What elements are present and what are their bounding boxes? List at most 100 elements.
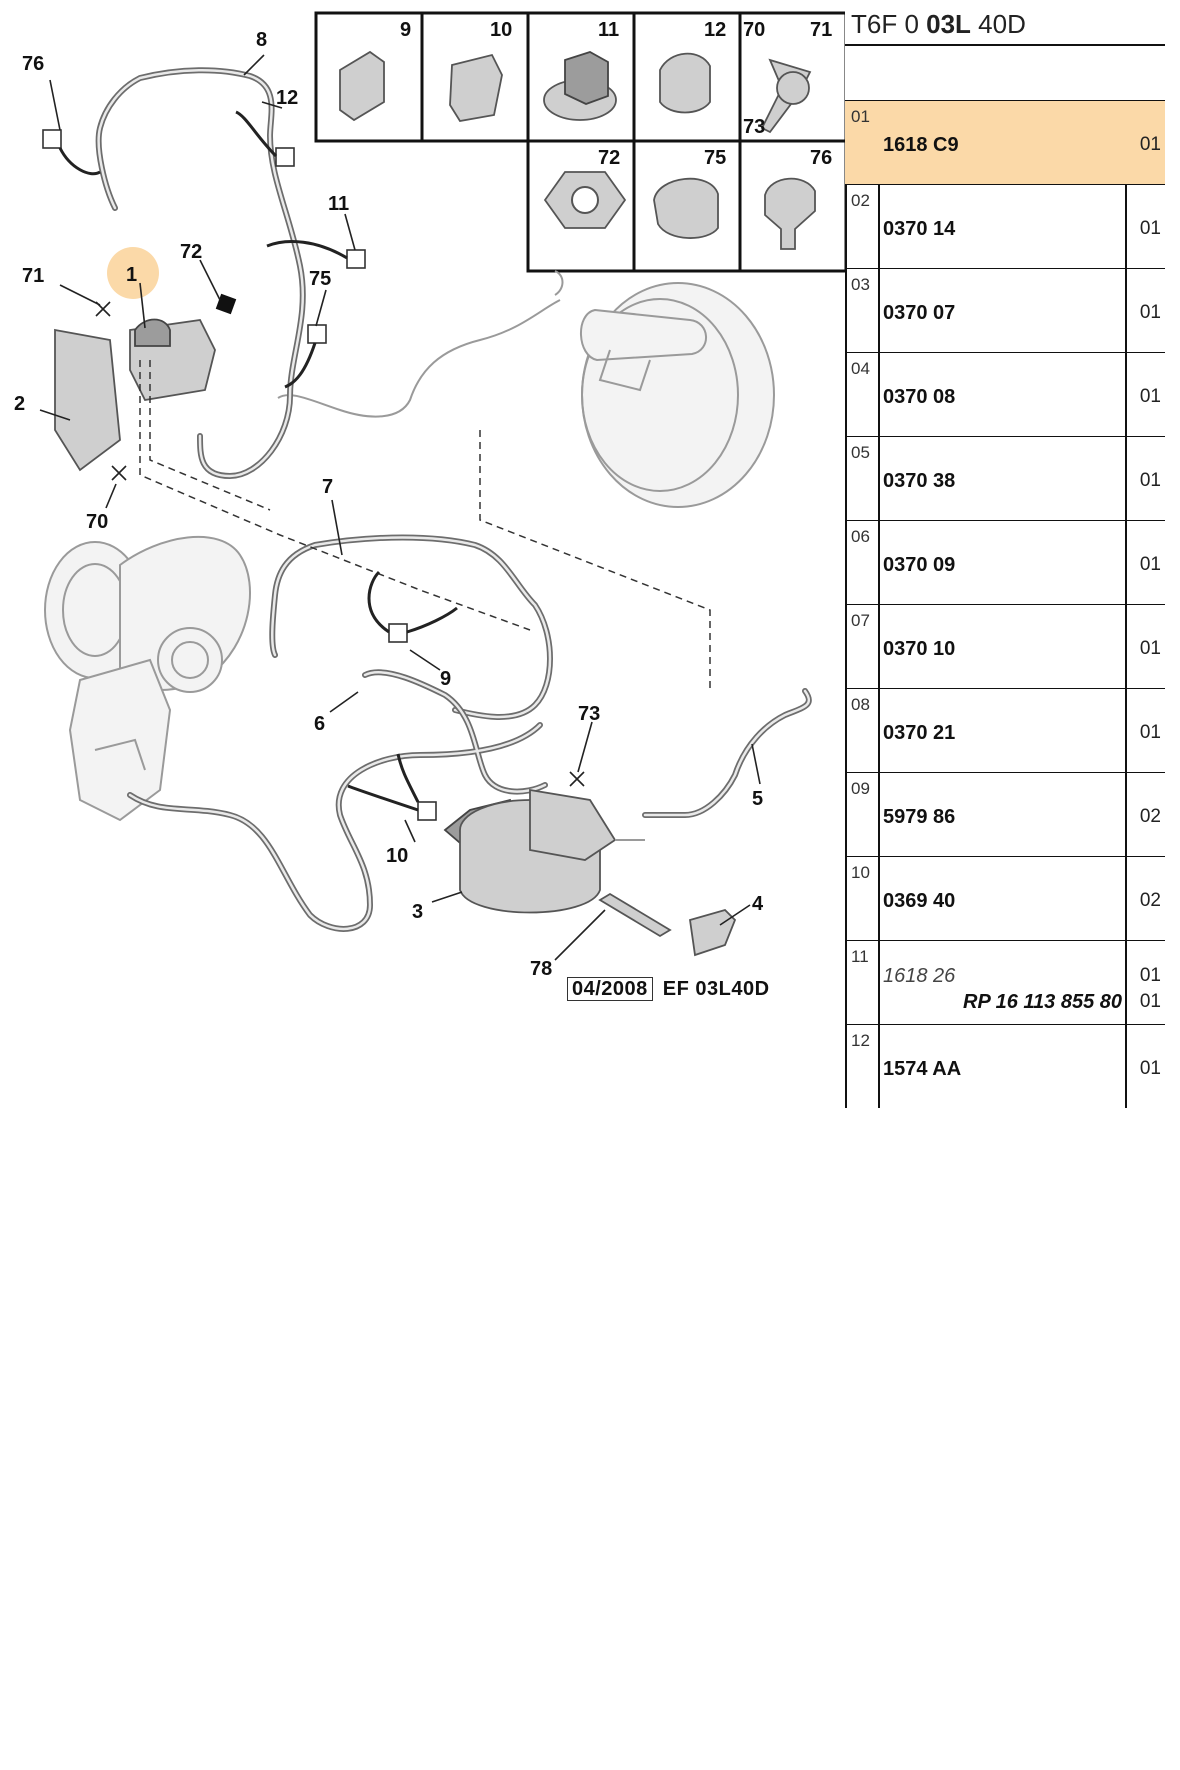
callout-12: 12 [276, 87, 298, 109]
table-row[interactable]: 11 1618 26 01 RP 16 113 855 80 01 [845, 941, 1165, 1025]
svg-text:72: 72 [598, 147, 620, 169]
row-index: 05 [851, 443, 870, 462]
callout-78: 78 [530, 958, 552, 980]
callout-8: 8 [256, 29, 267, 51]
brake-booster-ghost [277, 270, 775, 508]
part-quantity: 01 [1139, 218, 1161, 239]
part-quantity: 01 [1139, 965, 1161, 986]
part-quantity: 01 [1139, 302, 1161, 323]
part-reference[interactable]: 0370 07 [883, 302, 956, 324]
callout-7: 7 [322, 476, 333, 498]
clip-10-icon [449, 53, 503, 122]
svg-text:12: 12 [704, 19, 726, 41]
row-index: 02 [851, 191, 870, 210]
exploded-diagram: 9 10 11 12 70 71 73 72 75 76 [0, 0, 845, 1010]
replacement-reference[interactable]: RP 16 113 855 80 [963, 991, 1123, 1013]
table-row[interactable]: 06 0370 09 01 [845, 521, 1165, 605]
svg-text:11: 11 [598, 19, 619, 41]
callout-4: 4 [752, 893, 764, 915]
replacement-quantity: 01 [1139, 991, 1161, 1012]
svg-text:73: 73 [743, 116, 765, 138]
callout-2: 2 [14, 393, 25, 415]
table-row[interactable]: 05 0370 38 01 [845, 437, 1165, 521]
parts-rows: 01 1618 C9 01 02 0370 14 01 03 0370 07 0… [845, 101, 1165, 1108]
callout-10: 10 [386, 845, 408, 867]
table-row[interactable]: 02 0370 14 01 [845, 185, 1165, 269]
part-reference[interactable]: 0369 40 [883, 890, 956, 912]
highlight-marker [107, 247, 159, 299]
table-row[interactable]: 04 0370 08 01 [845, 353, 1165, 437]
vacuum-solenoid-valve [54, 318, 216, 472]
bracket-part-2 [54, 328, 121, 472]
part-reference[interactable]: 1618 C9 [883, 134, 959, 156]
part-quantity: 01 [1139, 470, 1161, 491]
table-row[interactable]: 03 0370 07 01 [845, 269, 1165, 353]
row-index: 04 [851, 359, 870, 378]
part-reference[interactable]: 0370 09 [883, 554, 956, 576]
callout-labels: 76 8 12 11 71 1 72 75 2 70 7 9 6 73 5 10… [14, 29, 764, 980]
svg-text:71: 71 [810, 19, 832, 41]
part-quantity: 01 [1139, 554, 1161, 575]
table-row[interactable]: 09 5979 86 02 [845, 773, 1165, 857]
leader-lines [39, 54, 761, 961]
canister-part-3 [443, 788, 645, 914]
row-index: 10 [851, 863, 870, 882]
callout-70: 70 [86, 511, 108, 533]
part-quantity: 01 [1139, 386, 1161, 407]
row-index: 11 [851, 947, 869, 966]
table-subheader [845, 46, 1165, 102]
clip-76-icon [764, 177, 816, 250]
part-reference[interactable]: 0370 14 [883, 218, 956, 240]
dashed-connectors [139, 360, 711, 690]
part-quantity: 01 [1139, 638, 1161, 659]
part-reference[interactable]: 0370 21 [883, 722, 956, 744]
parts-table: T6F 0 03L 40D 01 1618 C9 01 02 0370 14 0… [845, 0, 1165, 1108]
diagram-code: T6F 0 03L 40D [851, 9, 1026, 39]
row-index: 06 [851, 527, 870, 546]
row-index: 03 [851, 275, 870, 294]
table-row[interactable]: 01 1618 C9 01 [845, 101, 1165, 185]
part-quantity: 01 [1139, 1058, 1161, 1079]
part-quantity: 01 [1139, 134, 1161, 155]
callout-1: 1 [126, 264, 137, 286]
table-row[interactable]: 12 1574 AA 01 [845, 1025, 1165, 1108]
clip-arrows [58, 110, 458, 812]
inset-parts-grid: 9 10 11 12 70 71 73 72 75 76 [314, 11, 845, 273]
callout-5: 5 [752, 788, 763, 810]
part-reference[interactable]: 1574 AA [883, 1058, 962, 1080]
row-index: 01 [851, 107, 870, 126]
callout-3: 3 [412, 901, 423, 923]
vacuum-pipes [95, 67, 812, 932]
clip-12-icon [659, 52, 711, 114]
svg-text:76: 76 [810, 147, 832, 169]
part-reference-superseded[interactable]: 1618 26 [883, 965, 956, 987]
svg-text:75: 75 [704, 147, 726, 169]
table-header: T6F 0 03L 40D [845, 0, 1165, 46]
table-row[interactable]: 10 0369 40 02 [845, 857, 1165, 941]
svg-text:10: 10 [490, 19, 512, 41]
table-row[interactable]: 07 0370 10 01 [845, 605, 1165, 689]
callout-71: 71 [22, 265, 44, 287]
row-index: 12 [851, 1031, 870, 1050]
part-reference[interactable]: 0370 10 [883, 638, 956, 660]
screw-78 [598, 892, 672, 938]
callout-9: 9 [440, 668, 451, 690]
row-index: 09 [851, 779, 870, 798]
part-reference[interactable]: 0370 38 [883, 470, 956, 492]
stamp-date: 04/2008 [567, 977, 653, 1001]
svg-text:9: 9 [400, 19, 411, 41]
row-index: 07 [851, 611, 870, 630]
bracket-part-4 [598, 892, 737, 957]
diagram-drawing: 9 10 11 12 70 71 73 72 75 76 [14, 11, 845, 980]
table-row[interactable]: 08 0370 21 01 [845, 689, 1165, 773]
callout-72: 72 [180, 241, 202, 263]
part-reference[interactable]: 0370 08 [883, 386, 956, 408]
part-quantity: 02 [1139, 806, 1161, 827]
clip-9-icon [339, 50, 385, 122]
part-quantity: 01 [1139, 722, 1161, 743]
callout-11: 11 [328, 193, 349, 215]
part-quantity: 02 [1139, 890, 1161, 911]
callout-75: 75 [309, 268, 331, 290]
part-reference[interactable]: 5979 86 [883, 806, 956, 828]
